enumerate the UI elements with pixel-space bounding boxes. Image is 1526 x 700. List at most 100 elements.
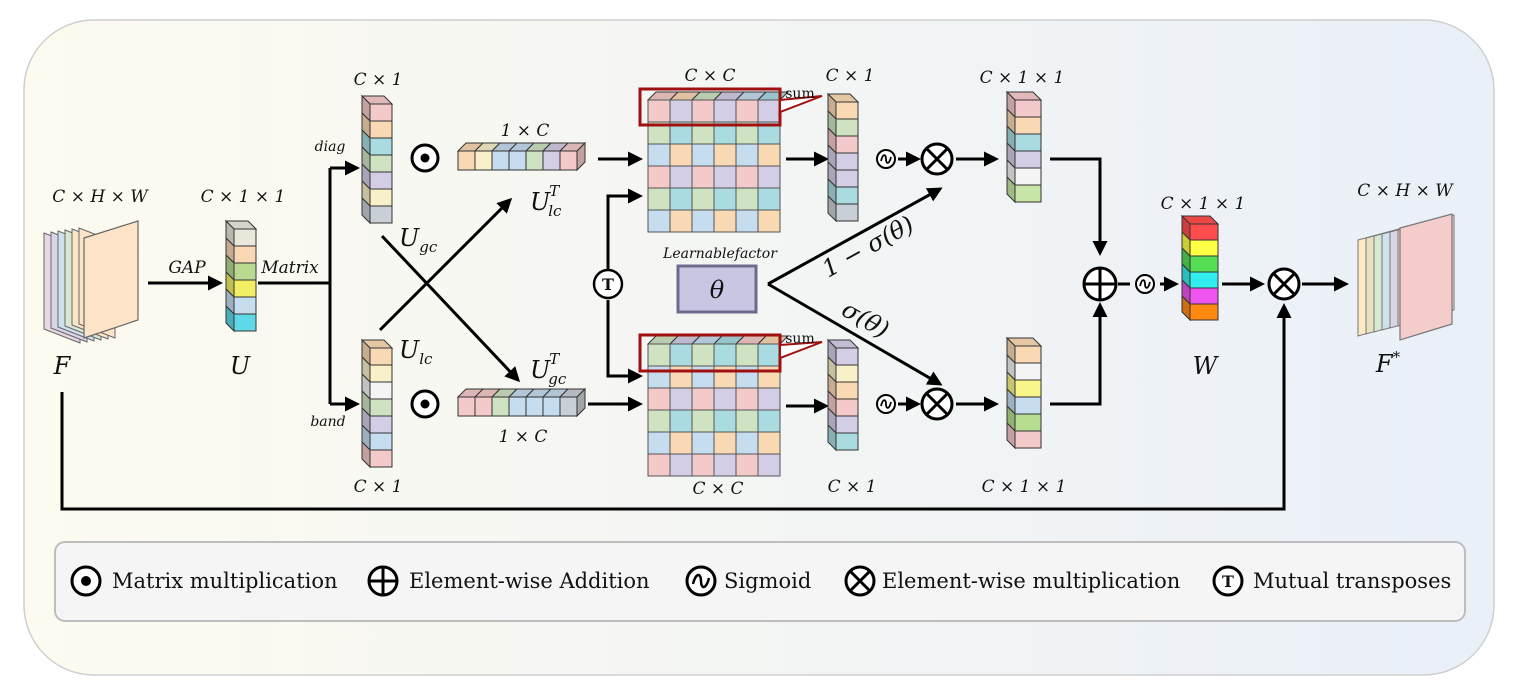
u-name-label: U <box>230 352 251 380</box>
output-dims-label: C × H × W <box>1357 181 1454 201</box>
row-bottom-dims-label: 1 × C <box>499 427 548 447</box>
sum-highlight-top <box>638 87 823 127</box>
element-wise-multiplication-icon <box>844 565 876 597</box>
ulcT-row-cell <box>542 150 561 171</box>
grid-bottom-cell <box>713 343 737 367</box>
element-wise-addition-icon <box>367 565 399 597</box>
out-col-bottom-cell <box>1014 345 1042 364</box>
legend-item-sigmoid: Sigmoid <box>685 565 811 597</box>
grid-bottom-cell <box>647 365 671 389</box>
legend-item-matrix-multiplication: Matrix multiplication <box>70 565 338 597</box>
grid-top-cell <box>647 143 671 167</box>
grid-bottom-cell <box>691 365 715 389</box>
grid-bottom-cell <box>735 431 759 455</box>
u-vector-cell <box>233 228 257 247</box>
arrow-residual-skip <box>60 303 1292 511</box>
u-vector-cell <box>233 313 257 332</box>
ulcT-row <box>456 141 587 172</box>
grid-bottom-cell <box>647 387 671 411</box>
ugc-column-cell <box>369 205 393 224</box>
ugcT-row <box>456 387 587 418</box>
out-col-bottom-cell <box>1014 413 1042 432</box>
grid-bottom-cell <box>757 409 781 433</box>
ugc-column-cell <box>369 120 393 139</box>
arrow-ulc-to-row-top <box>378 197 513 332</box>
legend-label-mutual-transposes: Mutual transposes <box>1253 569 1451 593</box>
ulcT-row-cell <box>457 150 476 171</box>
matrix-multiplication-icon <box>410 389 440 419</box>
grid-top-cell <box>735 187 759 211</box>
grid-top <box>646 91 790 233</box>
grid-bottom-cell <box>691 409 715 433</box>
col-bottom-dims-label: C × 1 <box>828 477 877 497</box>
u-vector-cell <box>233 262 257 281</box>
w-vector-cell <box>1189 303 1219 321</box>
grid-top-cell <box>757 99 781 123</box>
grid-bottom-cell <box>669 387 693 411</box>
input-stack-front <box>83 220 139 339</box>
out-col-bottom-cell <box>1014 379 1042 398</box>
output-feature-stack <box>1357 213 1455 341</box>
grid-top-cell <box>713 209 737 233</box>
element-wise-addition-icon <box>1082 266 1118 302</box>
grid-bottom-cell <box>691 343 715 367</box>
grid-top-cell <box>691 209 715 233</box>
grid-bottom-cell <box>735 409 759 433</box>
ulc-column-cell <box>369 449 393 468</box>
sigmoid-icon <box>1135 274 1155 294</box>
sum-col-top-cell <box>835 186 859 205</box>
ugcT-row-cell <box>525 396 544 417</box>
ugcT-row-cell <box>457 396 476 417</box>
grid-bottom <box>646 335 790 477</box>
arrow-out-top-to-add <box>1050 157 1108 256</box>
grid-bottom-cell <box>669 453 693 477</box>
grid-bottom-cell <box>691 453 715 477</box>
grid-top-cell <box>713 143 737 167</box>
u-vector <box>224 219 258 333</box>
ulcT-row-side <box>576 141 586 172</box>
grid-top-cell <box>691 99 715 123</box>
legend-label-element-wise-multiplication: Element-wise multiplication <box>882 569 1180 593</box>
mutual-transpose-icon: T <box>592 268 624 300</box>
sum-col-bottom-cell <box>835 432 859 451</box>
legend-item-element-wise-multiplication: Element-wise multiplication <box>844 565 1180 597</box>
gap-label: GAP <box>168 258 206 278</box>
mutual-transpose-icon: T <box>1212 565 1244 597</box>
u-vector-cell <box>233 279 257 298</box>
diag-label: diag <box>315 139 346 155</box>
out-col-bottom-cell <box>1014 396 1042 415</box>
ulc-column-cell <box>369 347 393 366</box>
ugc-column-cell <box>369 171 393 190</box>
w-dims-label: C × 1 × 1 <box>1161 194 1246 214</box>
w-vector-cell <box>1189 271 1219 289</box>
sum-col-top-cell <box>835 135 859 154</box>
sum-col-bottom-cell <box>835 415 859 434</box>
ulcT-row-cell <box>508 150 527 171</box>
ulcT-row-cell <box>559 150 578 171</box>
out-col-bottom-cell <box>1014 362 1042 381</box>
u-vector-cell <box>233 296 257 315</box>
w-vector <box>1180 214 1220 322</box>
transpose-symbol-text: T <box>602 275 614 294</box>
ulc-column-cell <box>369 415 393 434</box>
grid-bottom-cell <box>735 365 759 389</box>
grid-bottom-cell <box>713 387 737 411</box>
connector-lines <box>60 151 1349 511</box>
col-top-dims-label: C × 1 <box>826 66 875 86</box>
grid-bottom-cell <box>735 387 759 411</box>
sum-highlight-bottom <box>638 333 823 373</box>
element-wise-multiplication-icon <box>1267 267 1301 301</box>
arrow-theta-to-top <box>767 187 943 286</box>
ulc-column <box>360 338 394 469</box>
ugc-column-cell <box>369 154 393 173</box>
out-col-top-cell <box>1014 116 1042 135</box>
ugc-dims-label: C × 1 <box>354 70 403 90</box>
w-vector-cell <box>1189 255 1219 273</box>
arrow-ugc-to-row-bottom <box>380 234 521 383</box>
grid-bottom-dims-label: C × C <box>692 479 743 499</box>
grid-bottom-cell <box>713 453 737 477</box>
grid-bottom-cell <box>713 409 737 433</box>
